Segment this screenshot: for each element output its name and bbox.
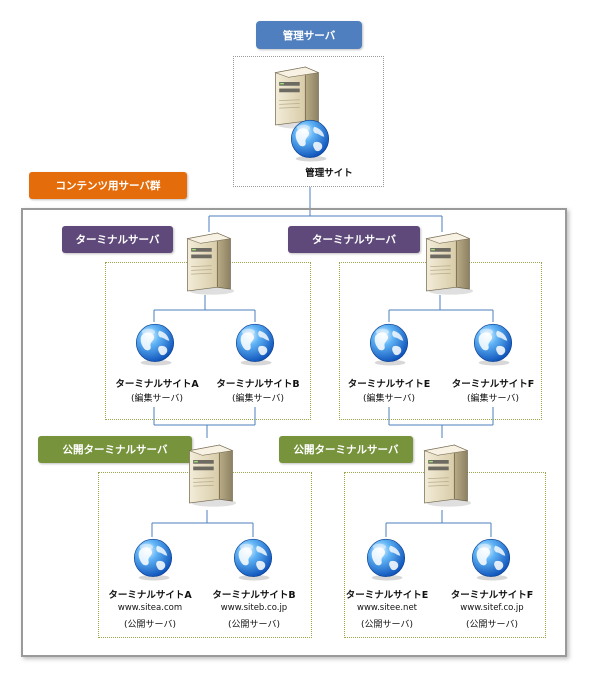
mgmt-server-tag: 管理サーバ xyxy=(256,21,362,49)
public-left-tag: 公開ターミナルサーバ xyxy=(38,436,192,463)
public-left-server-icon xyxy=(182,440,238,508)
mgmt-server-box xyxy=(233,56,384,187)
content-group-tag: コンテンツ用サーバ群 xyxy=(29,172,187,199)
globe-icon xyxy=(469,537,513,581)
site-url-label: www.sitea.com xyxy=(117,603,183,613)
site-name-label: ターミナルサイトF xyxy=(450,590,534,601)
site-name-label: ターミナルサイトF xyxy=(451,379,535,390)
terminal-left-tag: ターミナルサーバ xyxy=(62,226,173,253)
globe-icon xyxy=(367,322,411,366)
site-role-label: (公開サーバ) xyxy=(466,620,518,630)
globe-icon xyxy=(364,537,408,581)
terminal-left-server-icon xyxy=(180,228,236,296)
site-role-label: (公開サーバ) xyxy=(361,620,413,630)
site-url-label: www.sitef.co.jp xyxy=(460,603,524,613)
site-name-label: ターミナルサイトB xyxy=(216,379,300,390)
site-role-label: (公開サーバ) xyxy=(124,620,176,630)
content-group-box xyxy=(21,208,567,657)
site-url-label: www.siteb.co.jp xyxy=(220,603,288,613)
public-right-tag: 公開ターミナルサーバ xyxy=(279,436,413,463)
site-role-label: (編集サーバ) xyxy=(363,394,415,404)
site-name-label: ターミナルサイトB xyxy=(212,590,296,601)
site-role-label: (編集サーバ) xyxy=(131,394,183,404)
terminal-right-server-icon xyxy=(419,228,475,296)
globe-icon xyxy=(133,322,177,366)
site-name-label: ターミナルサイトA xyxy=(108,590,192,601)
mgmt-site-label: 管理サイト xyxy=(305,168,353,179)
globe-icon xyxy=(471,322,515,366)
site-role-label: (公開サーバ) xyxy=(228,620,280,630)
site-url-label: www.sitee.net xyxy=(356,603,418,613)
globe-icon xyxy=(231,537,275,581)
site-name-label: ターミナルサイトE xyxy=(347,379,431,390)
site-name-label: ターミナルサイトA xyxy=(115,379,199,390)
globe-icon xyxy=(131,537,175,581)
site-name-label: ターミナルサイトE xyxy=(345,590,429,601)
terminal-right-tag: ターミナルサーバ xyxy=(288,226,420,253)
site-role-label: (編集サーバ) xyxy=(232,394,284,404)
globe-icon xyxy=(233,322,277,366)
mgmt-globe-icon xyxy=(288,118,332,162)
public-right-server-icon xyxy=(417,440,473,508)
site-role-label: (編集サーバ) xyxy=(467,394,519,404)
